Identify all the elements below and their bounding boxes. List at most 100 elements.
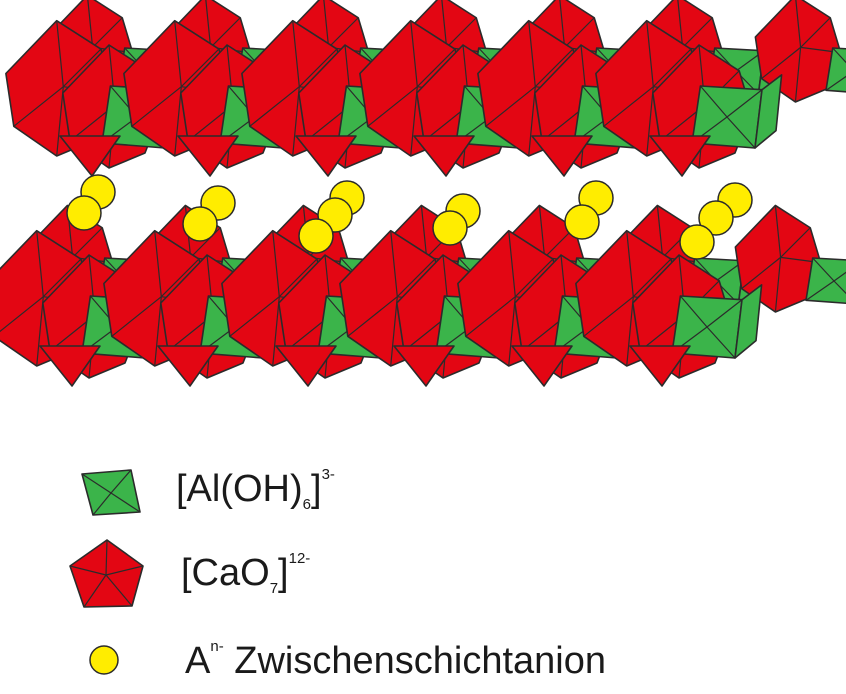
polyhedron-edge — [774, 257, 782, 313]
ca-polyhedron-tip — [393, 345, 455, 387]
polyhedron-edge — [833, 271, 846, 282]
interlayer-anion — [298, 218, 334, 254]
polyhedron-edge — [706, 326, 736, 359]
polyhedron-edge — [564, 17, 595, 48]
polyhedron-edge — [677, 0, 684, 48]
ca-polyhedron-tip — [157, 345, 219, 387]
red-pentagon-icon — [69, 539, 144, 608]
interlayer-anion — [432, 210, 468, 246]
polyhedron-edge — [81, 473, 112, 494]
interlayer-anion — [564, 204, 600, 240]
polyhedron-edge — [36, 296, 44, 367]
polyhedron-edge — [174, 20, 182, 87]
polyhedron-edge — [508, 230, 516, 297]
legend-anion-label: An- Zwischenschichtanion — [185, 638, 607, 682]
polyhedron-edge — [603, 86, 654, 127]
yellow-circle-icon — [89, 645, 119, 675]
ca-polyhedron-tip — [649, 135, 711, 177]
polyhedron-edge — [441, 0, 448, 48]
polyhedron-edge — [278, 258, 318, 298]
polyhedron-edge — [367, 86, 418, 127]
polyhedron-edge — [292, 86, 300, 157]
interlayer-anion — [679, 224, 715, 260]
ca-polyhedron-face — [734, 204, 822, 313]
polyhedron-edge — [298, 48, 338, 88]
al-octahedron — [825, 47, 846, 93]
polyhedron-edge — [485, 86, 536, 127]
polyhedron-edge — [534, 48, 574, 88]
polyhedron-edge — [72, 227, 103, 258]
polyhedron-edge — [292, 20, 300, 87]
polyhedron-edge — [528, 20, 536, 87]
polyhedron-edge — [410, 86, 418, 157]
ca-polyhedron-tip — [177, 135, 239, 177]
interlayer-anion — [698, 200, 734, 236]
polyhedron-edge — [825, 75, 846, 91]
al-octahedron-side — [734, 284, 763, 359]
ca-polyhedron — [754, 0, 842, 103]
polyhedron-edge — [416, 48, 456, 88]
al-octahedron-side — [754, 74, 783, 149]
polyhedron-edge — [92, 17, 123, 48]
polyhedron-edge — [583, 296, 634, 337]
polyhedron-edge — [390, 230, 398, 297]
polyhedron-edge — [83, 574, 107, 608]
polyhedron-edge — [741, 256, 781, 290]
polyhedron-edge — [92, 492, 112, 516]
upper-layer-lower-tips — [59, 135, 711, 177]
al-octahedron-face — [825, 47, 846, 93]
polyhedron-edge — [0, 296, 44, 333]
polyhedron-edge — [105, 565, 144, 576]
ca-polyhedron-tip — [295, 135, 357, 177]
polyhedron-edge — [833, 280, 846, 295]
polyhedron-edge — [111, 296, 162, 337]
polyhedron-edge — [87, 0, 94, 48]
polyhedron-edge — [154, 296, 162, 367]
ca-polyhedron-tip — [413, 135, 475, 177]
ca-polyhedron-tip — [629, 345, 691, 387]
polyhedron-edge — [249, 86, 300, 127]
polyhedron-edge — [180, 48, 220, 88]
polyhedron-edge — [272, 230, 280, 297]
polyhedron-edge — [646, 20, 654, 87]
lower-layer — [0, 204, 846, 387]
polyhedron-edge — [706, 299, 743, 328]
polyhedron-edge — [626, 230, 634, 297]
polyhedron-edge — [390, 296, 398, 367]
polyhedron-edge — [56, 20, 64, 87]
polyhedron-edge — [465, 296, 516, 337]
polyhedron-edge — [761, 46, 801, 80]
polyhedron-edge — [656, 205, 664, 258]
polyhedron-edge — [508, 296, 516, 367]
polyhedron-edge — [347, 296, 398, 337]
polyhedron-edge — [328, 17, 359, 48]
polyhedron-edge — [679, 295, 708, 328]
ca-polyhedron-tip — [531, 135, 593, 177]
polyhedron-edge — [110, 492, 141, 513]
polyhedron-edge — [420, 205, 428, 258]
polyhedron-edge — [682, 17, 713, 48]
ca-polyhedron-tip — [59, 135, 121, 177]
ca-polyhedron-face — [754, 0, 842, 103]
polyhedron-edge — [632, 258, 672, 298]
lower-layer-front-row — [0, 229, 763, 379]
polyhedron-edge — [69, 565, 107, 576]
polyhedron-edge — [323, 0, 330, 48]
polyhedron-edge — [131, 86, 182, 127]
green-octahedron-icon — [81, 469, 141, 516]
polyhedron-edge — [56, 86, 64, 157]
legend-icons — [69, 469, 144, 675]
polyhedron-edge — [446, 17, 477, 48]
polyhedron-edge — [396, 258, 436, 298]
polyhedron-edge — [105, 539, 108, 576]
polyhedron-edge — [514, 258, 554, 298]
legend-ca-label: [CaO7]12- — [181, 550, 311, 597]
polyhedron-edge — [36, 230, 44, 297]
polyhedron-edge — [559, 0, 566, 48]
polyhedron-edge — [160, 258, 200, 298]
polyhedron-edge — [13, 86, 64, 127]
polyhedron-edge — [795, 0, 802, 48]
ca-polyhedron-tip — [511, 345, 573, 387]
al-octahedron-face — [805, 257, 846, 305]
